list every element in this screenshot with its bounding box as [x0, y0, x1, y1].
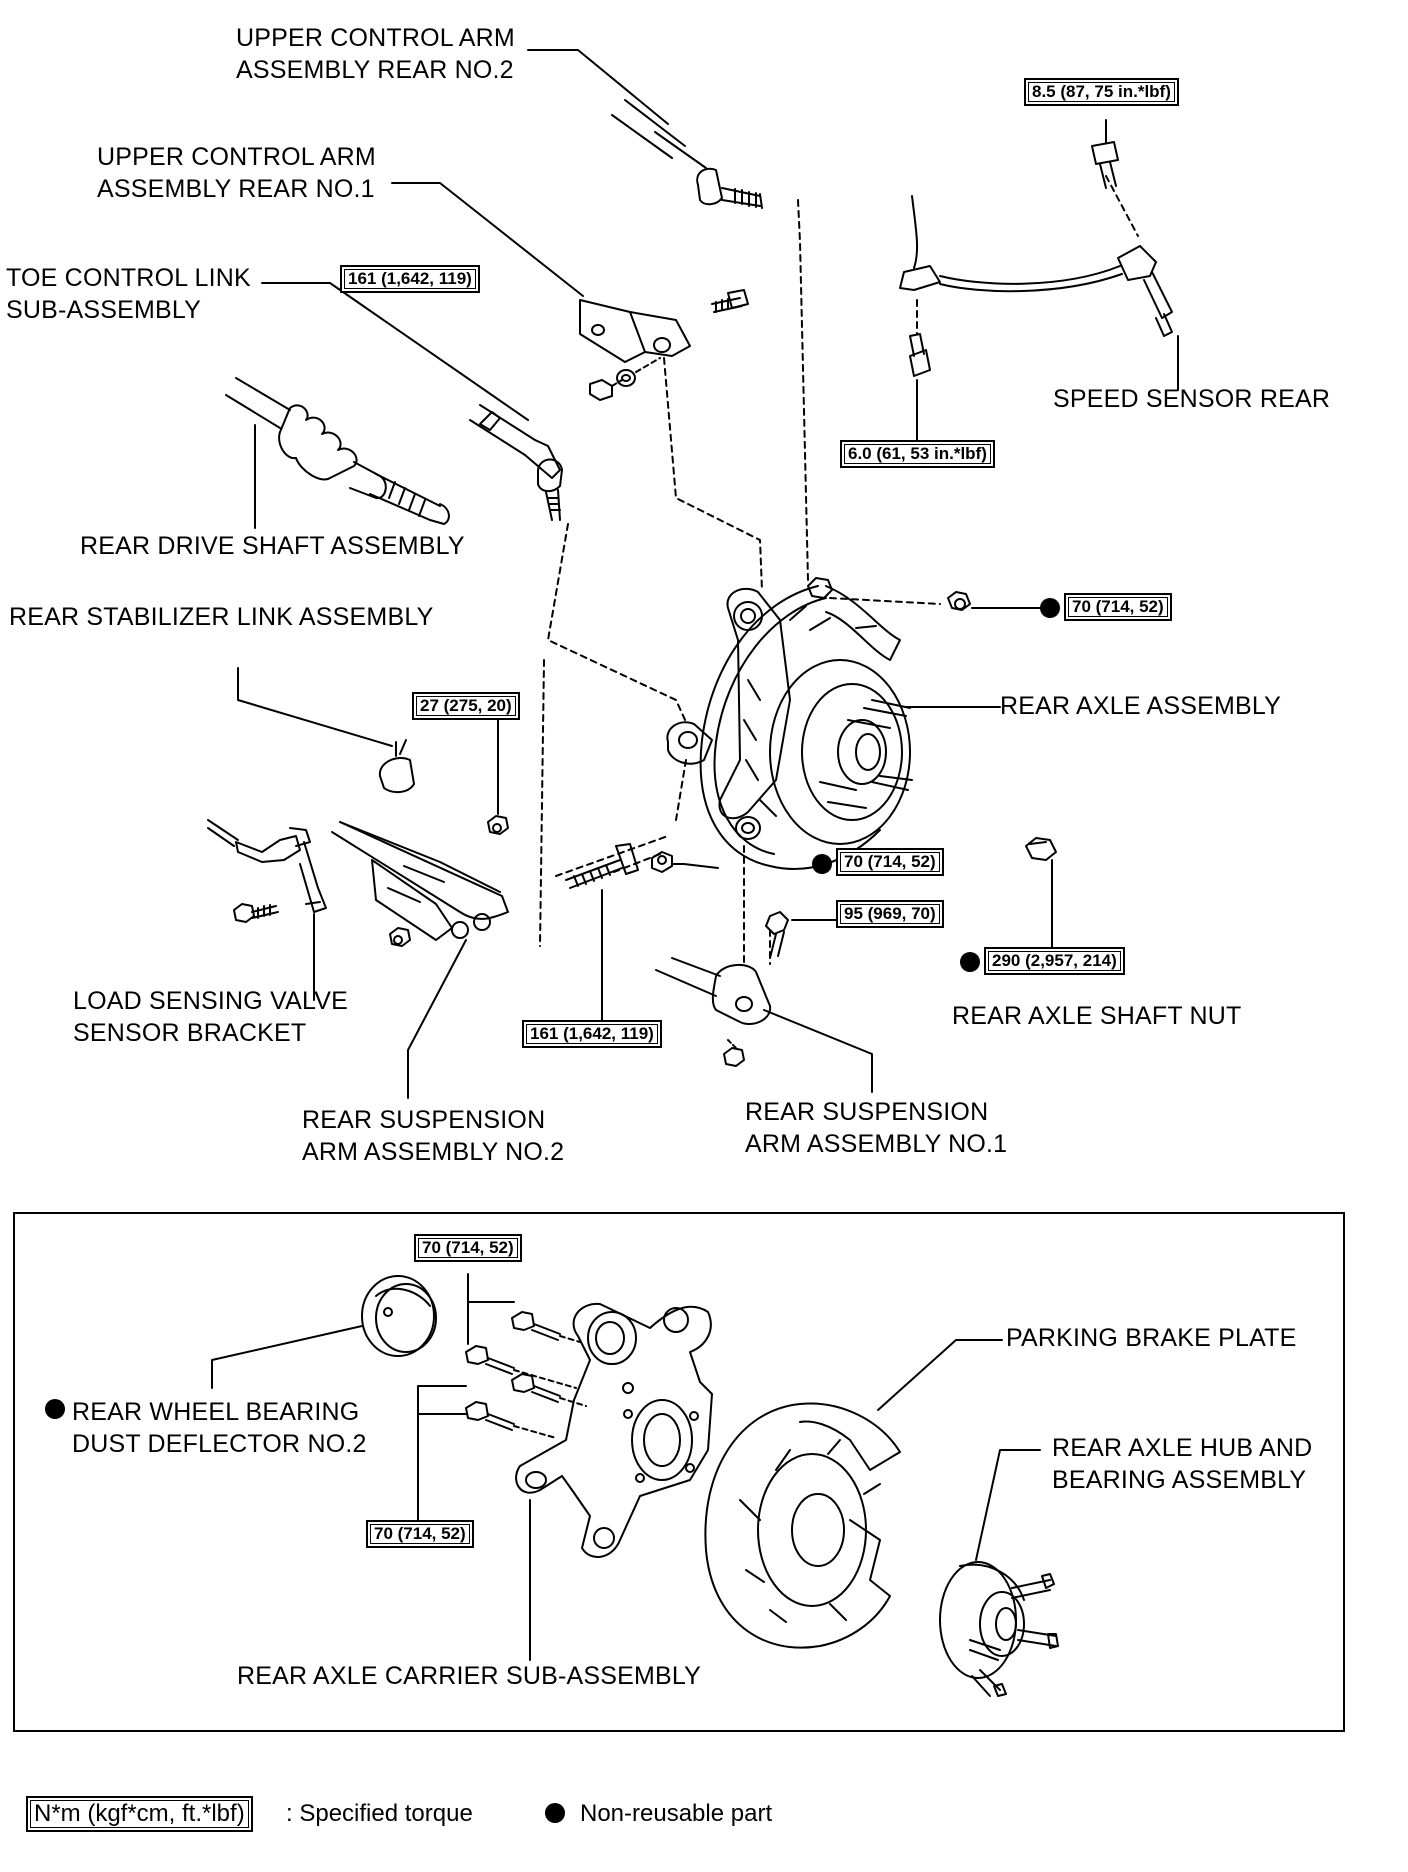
leader-carrier-upper-bolts: [467, 1273, 515, 1345]
torque-susp-arm-no2-bolt: 161 (1,642, 119): [522, 1020, 662, 1048]
leader-carrier-lower-bolts: [417, 1385, 467, 1529]
upper-control-arm-rear-no1: [579, 299, 691, 363]
leader-susp-arm-no1: [763, 1009, 873, 1093]
legend-specified-torque-text: : Specified torque: [286, 1800, 473, 1827]
carrier-bolts: [465, 1311, 587, 1439]
upper-arm-bolt: [711, 289, 749, 313]
label-toe-control-link: TOE CONTROL LINK SUB-ASSEMBLY: [6, 264, 251, 324]
torque-speed-sensor-bolt: 8.5 (87, 75 in.*lbf): [1024, 78, 1179, 106]
leader-susp-arm-no2: [407, 939, 467, 1099]
label-upper-arm-rear-no2: UPPER CONTROL ARM ASSEMBLY REAR NO.2: [236, 24, 515, 84]
label-rear-axle-shaft-nut: REAR AXLE SHAFT NUT: [952, 1002, 1242, 1030]
torque-carrier-upper-bolts: 70 (714, 52): [414, 1234, 522, 1262]
rear-suspension-arm-no1: [655, 957, 772, 1067]
label-rear-suspension-arm-no1: REAR SUSPENSION ARM ASSEMBLY NO.1: [745, 1098, 1008, 1158]
nonreusable-dot-knuckle-upper-nut: [1040, 598, 1060, 618]
label-load-sensing-valve: LOAD SENSING VALVE SENSOR BRACKET: [73, 987, 348, 1047]
label-rear-axle-assembly: REAR AXLE ASSEMBLY: [1000, 692, 1282, 720]
legend-nonreusable-dot: [545, 1803, 565, 1823]
rear-stabilizer-link: [378, 739, 509, 835]
torque-stabilizer-nut: 27 (275, 20): [412, 692, 520, 720]
susp-arm-no1-bolt: [765, 911, 789, 959]
nonreusable-dot-axle-shaft-nut: [960, 952, 980, 972]
carrier-detail-inset: [13, 1212, 1345, 1732]
rear-axle-hub-bearing: [939, 1561, 1059, 1697]
legend-torque-unit-box: N*m (kgf*cm, ft.*lbf): [26, 1796, 253, 1832]
label-parking-brake-plate: PARKING BRAKE PLATE: [1006, 1324, 1297, 1352]
upper-arm-nut-washer: [589, 357, 661, 401]
torque-susp-arm-no1-bolt: 95 (969, 70): [836, 900, 944, 928]
leader-upper-arm-no1: [391, 182, 584, 297]
rear-suspension-arm-no2: [331, 821, 509, 941]
parking-brake-plate: [704, 1402, 901, 1649]
label-rear-wheel-bearing-dust-deflector: REAR WHEEL BEARING DUST DEFLECTOR NO.2: [72, 1398, 367, 1458]
label-rear-axle-hub-bearing: REAR AXLE HUB AND BEARING ASSEMBLY: [1052, 1434, 1313, 1494]
legend-nonreusable-text: Non-reusable part: [580, 1800, 773, 1827]
label-upper-arm-rear-no1: UPPER CONTROL ARM ASSEMBLY REAR NO.1: [97, 143, 376, 203]
torque-lower-arm-nut: 70 (714, 52): [836, 848, 944, 876]
susp-arm-no2-bolt: [565, 843, 673, 889]
torque-knuckle-upper-nut: 70 (714, 52): [1064, 593, 1172, 621]
rear-wheel-bearing-dust-deflector: [361, 1275, 437, 1357]
torque-speed-sensor-bracket-bolt: 6.0 (61, 53 in.*lbf): [840, 440, 995, 468]
nonreusable-dot-dust-deflector: [45, 1399, 65, 1419]
nonreusable-dot-lower-arm-nut: [812, 854, 832, 874]
leader-parking-brake-plate: [877, 1339, 1003, 1411]
leader-lower-arm-nut: [671, 863, 719, 869]
label-rear-drive-shaft: REAR DRIVE SHAFT ASSEMBLY: [80, 532, 465, 560]
label-rear-suspension-arm-no2: REAR SUSPENSION ARM ASSEMBLY NO.2: [302, 1106, 565, 1166]
torque-upper-arm-nut: 161 (1,642, 119): [340, 265, 480, 293]
rear-axle-carrier: [515, 1302, 713, 1558]
rear-drive-shaft: [225, 377, 450, 525]
alignment-dashes: [539, 199, 941, 967]
rear-axle-shaft-nut: [1025, 837, 1057, 861]
leader-toe-link: [261, 282, 529, 421]
speed-sensor-rear: [899, 141, 1173, 377]
rear-axle-assembly: [666, 577, 913, 870]
label-speed-sensor-rear: SPEED SENSOR REAR: [1053, 385, 1331, 413]
label-rear-stabilizer-link: REAR STABILIZER LINK ASSEMBLY: [9, 603, 434, 631]
toe-control-link: [469, 404, 563, 521]
upper-control-arm-rear-no2: [611, 99, 763, 209]
leader-hub-bearing: [975, 1449, 1041, 1561]
torque-axle-shaft-nut: 290 (2,957, 214): [984, 947, 1125, 975]
knuckle-upper-nut: [947, 591, 971, 611]
load-sensing-valve-bracket: [207, 819, 411, 947]
label-rear-axle-carrier: REAR AXLE CARRIER SUB-ASSEMBLY: [237, 1662, 702, 1690]
leader-dust-deflector: [211, 1325, 363, 1389]
torque-carrier-lower-bolts: 70 (714, 52): [366, 1520, 474, 1548]
leader-upper-arm-no2: [527, 49, 669, 125]
leader-stabilizer-link: [237, 667, 393, 747]
